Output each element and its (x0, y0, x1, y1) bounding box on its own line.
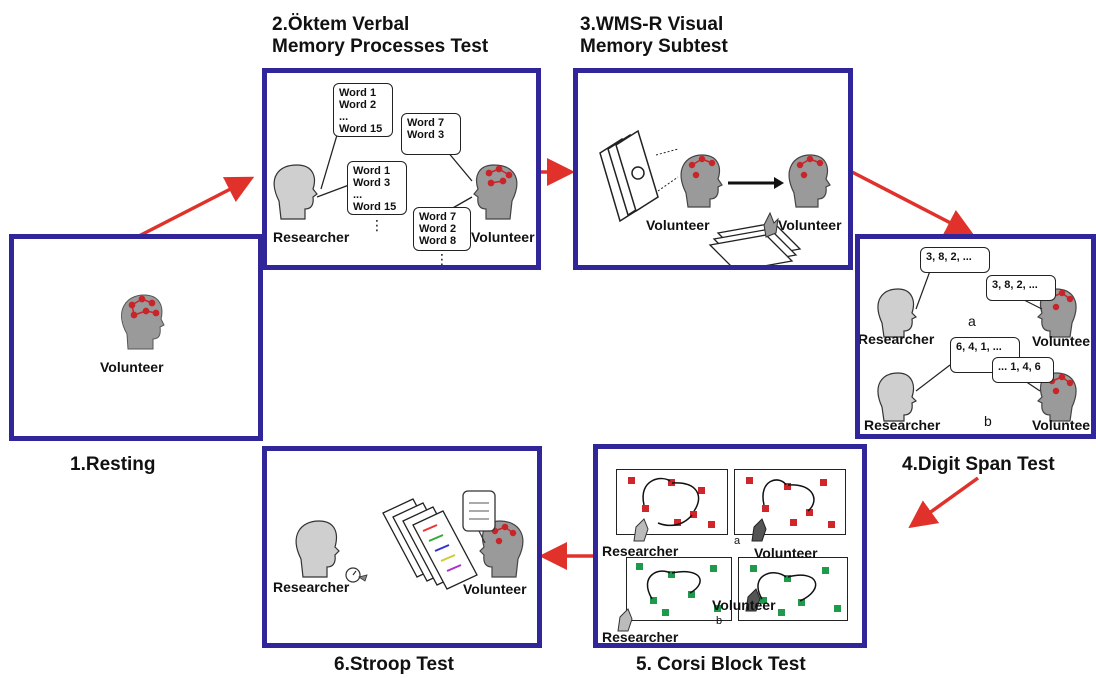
volunteer-label: Volunteer (1032, 417, 1096, 433)
volunteer-label: Volunteer (471, 229, 535, 245)
volunteer-label: Volunteer (646, 217, 710, 233)
speech-bubble: Word 7 Word 3 (401, 113, 461, 155)
corsi-title: 5. Corsi Block Test (636, 654, 806, 675)
pointer-hand-icon (617, 608, 633, 632)
pointer-hand-icon (751, 518, 767, 542)
researcher-label: Researcher (602, 629, 679, 645)
researcher-label: Researcher (602, 543, 679, 559)
volunteer-head-icon (473, 164, 518, 220)
digit-panel: 3, 8, 2, ... 3, 8, 2, ... 6, 4, 1, ... .… (855, 234, 1096, 439)
speech-bubble: Word 1 Word 3 ... Word 15 (347, 161, 407, 215)
arrow-4-to-5 (908, 476, 980, 529)
wms-title: 3.WMS-R Visual Memory Subtest (580, 14, 728, 57)
ellipsis-mark: ⋮ (435, 251, 449, 267)
oktem-title: 2.Öktem Verbal Memory Processes Test (272, 14, 489, 57)
speech-bubble: 3, 8, 2, ... (986, 275, 1056, 301)
pointer-hand-icon (745, 588, 761, 612)
resting-panel: Volunteer (9, 234, 263, 441)
corsi-paths (617, 477, 817, 632)
speech-bubble: 3, 8, 2, ... (920, 247, 990, 273)
volunteer-label: Volunteer (712, 597, 776, 613)
researcher-label: Researcher (858, 331, 935, 347)
volunteer-label: Volunteer (1032, 333, 1096, 349)
researcher-label: Researcher (864, 417, 941, 433)
volunteer-head-icon (121, 294, 165, 350)
stroop-panel: Researcher Volunteer (262, 446, 542, 648)
arrow-3-to-4 (851, 170, 975, 236)
condition-b-label: b (984, 413, 992, 429)
volunteer-label: Volunteer (754, 545, 818, 561)
researcher-label: Researcher (273, 579, 350, 595)
hand-icon (763, 211, 779, 238)
condition-a-label: a (968, 313, 976, 329)
corsi-panel: Researcher a Volunteer Volunteer b Resea… (593, 444, 867, 648)
pointer-hand-icon (633, 518, 649, 542)
resting-title: 1.Resting (70, 454, 156, 475)
speech-bubble: Word 1 Word 2 ... Word 15 (333, 83, 393, 137)
condition-b-label: b (716, 615, 723, 627)
speech-bubble: ... 1, 4, 6 (992, 357, 1054, 383)
oktem-figures (273, 134, 518, 220)
digit-title: 4.Digit Span Test (902, 454, 1055, 475)
digit-figures (877, 270, 1077, 422)
volunteer-label: Volunteer (100, 359, 164, 375)
oktem-panel: Word 1 Word 2 ... Word 15 Word 7 Word 3 … (262, 68, 541, 270)
arrow-1-to-2 (134, 176, 255, 240)
stroop-cards-icon (382, 498, 478, 590)
researcher-head-icon (295, 520, 340, 578)
volunteer-label: Volunteer (463, 581, 527, 597)
figure-cards-icon (599, 129, 659, 223)
ellipsis-mark: ⋮ (370, 217, 384, 233)
condition-a-label: a (734, 535, 741, 547)
researcher-label: Researcher (273, 229, 350, 245)
wms-panel: Volunteer Volunteer (573, 68, 853, 270)
researcher-head-icon (273, 164, 318, 220)
volunteer-label: Volunteer (778, 217, 842, 233)
wms-figures (599, 129, 831, 265)
stroop-figures (295, 490, 524, 590)
speech-bubble: Word 7 Word 2 Word 8 (413, 207, 471, 251)
stroop-title: 6.Stroop Test (334, 654, 454, 675)
